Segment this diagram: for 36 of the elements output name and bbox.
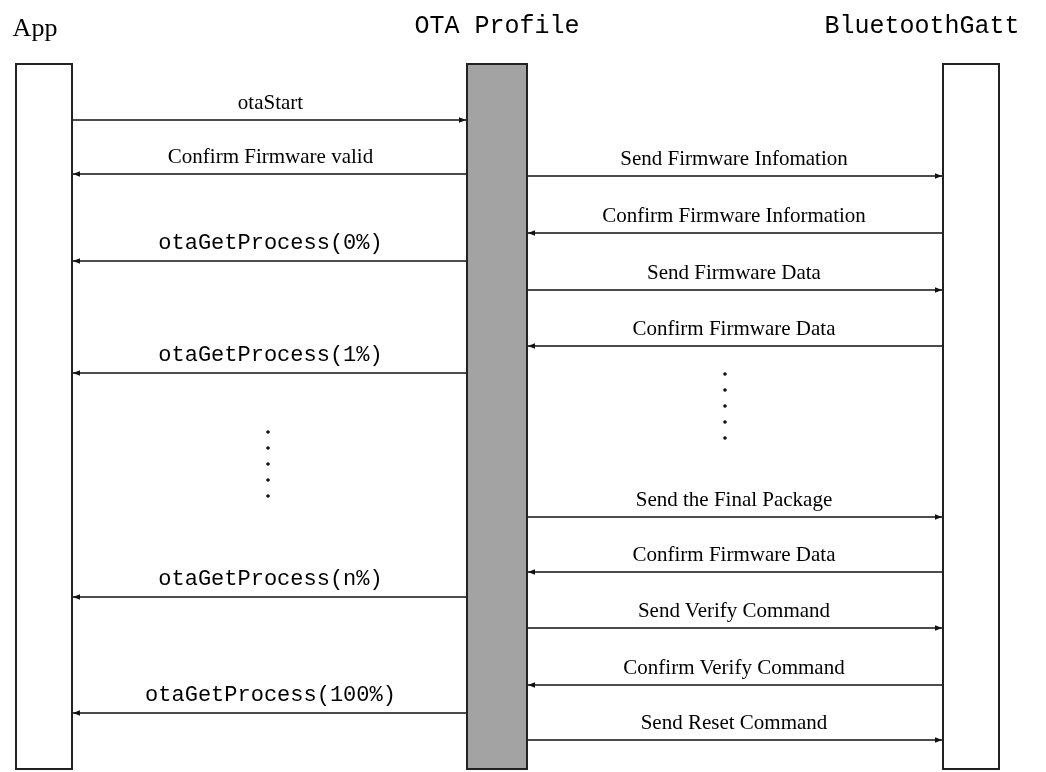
edge-label: Confirm Firmware Data [632, 318, 836, 339]
message-arrow [527, 569, 943, 575]
message-arrow [527, 682, 943, 688]
edge-label: Send the Final Package [635, 489, 833, 510]
message-arrow [72, 594, 467, 600]
lifeline-bar [942, 63, 1000, 770]
edge-label: Send Verify Command [637, 600, 831, 621]
edge-label: otaStart [237, 92, 304, 113]
edge-label: otaGetProcess(1%) [158, 345, 383, 367]
message-arrow [527, 173, 943, 179]
edge-label: Confirm Firmware Data [632, 544, 836, 565]
message-arrow [72, 117, 467, 123]
message-arrow [527, 230, 943, 236]
edge-label: otaGetProcess(100%) [145, 685, 396, 707]
edge-label: Confirm Firmware Information [602, 205, 866, 226]
edge-label: otaGetProcess(n%) [158, 569, 383, 591]
edge-label: Confirm Verify Command [623, 657, 845, 678]
message-arrow [72, 370, 467, 376]
lifeline-heading: OTA Profile [414, 11, 580, 43]
edge-label: Send Reset Command [640, 712, 828, 733]
lifeline-heading: BluetoothGatt [824, 11, 1020, 43]
edge-label: otaGetProcess(0%) [158, 233, 383, 255]
lifeline-bar [466, 63, 528, 770]
message-arrow [527, 737, 943, 743]
lifeline-heading: App [12, 12, 58, 44]
edge-label: Send Firmware Infomation [620, 148, 848, 169]
message-arrow [527, 514, 943, 520]
edge-label: Confirm Firmware valid [167, 146, 374, 167]
message-arrow [72, 258, 467, 264]
message-arrow [527, 343, 943, 349]
edge-label: Send Firmware Data [647, 262, 821, 283]
message-arrow [72, 171, 467, 177]
message-arrow [527, 287, 943, 293]
lifeline-bar [15, 63, 73, 770]
message-arrow [527, 625, 943, 631]
message-arrow [72, 710, 467, 716]
